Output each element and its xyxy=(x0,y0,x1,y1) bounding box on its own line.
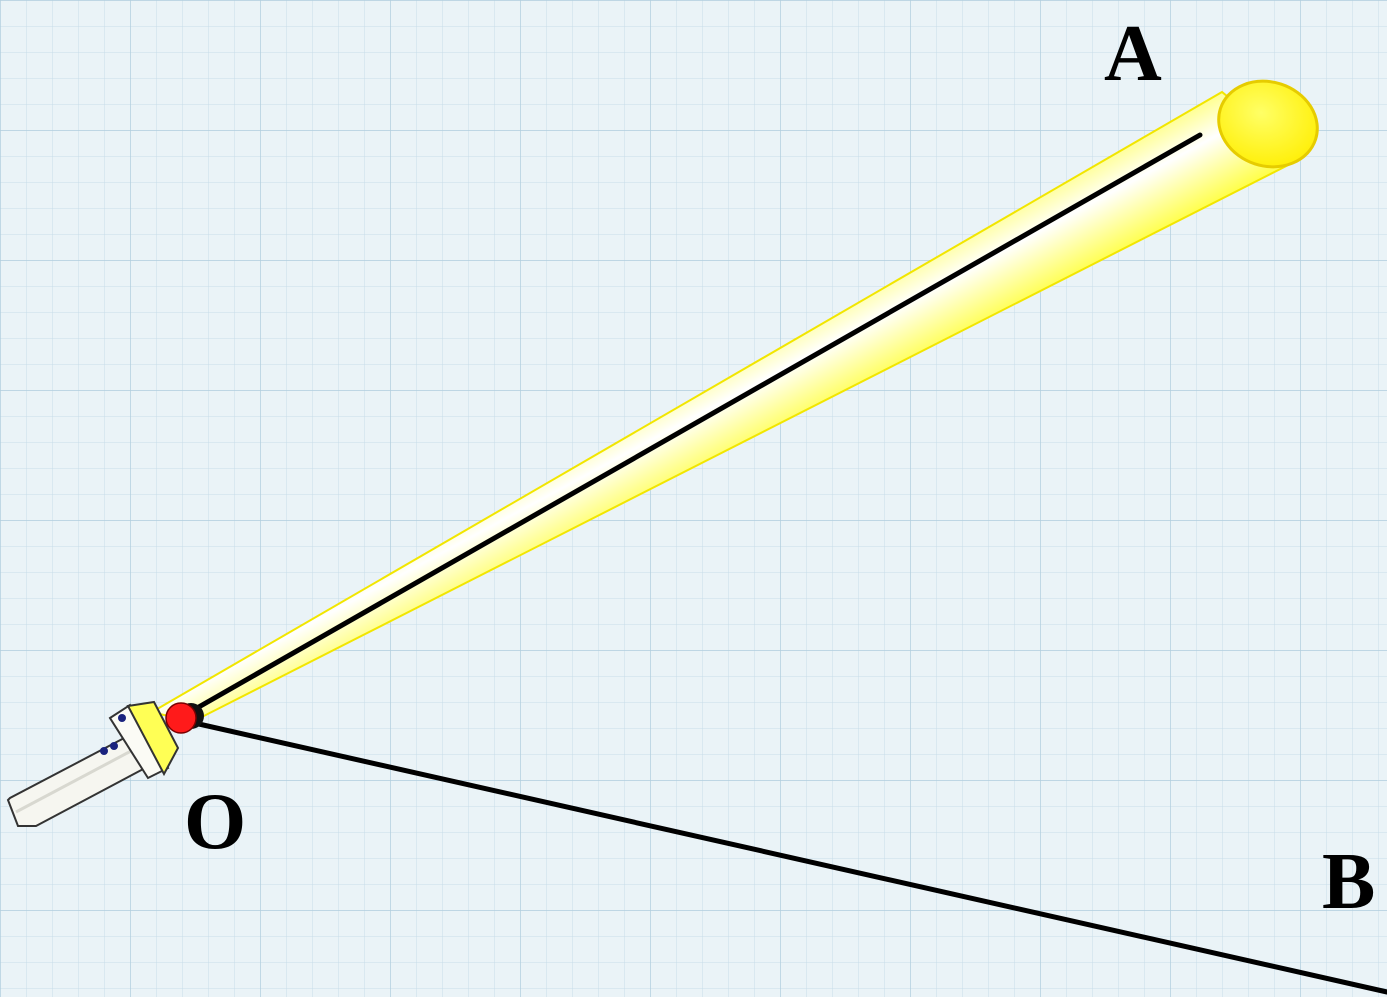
point-label-B: B xyxy=(1322,838,1375,926)
point-label-A: A xyxy=(1104,10,1162,98)
beam-end xyxy=(1217,79,1319,169)
red-dot-icon xyxy=(165,702,204,734)
flashlight-icon xyxy=(6,700,180,827)
ray-OA xyxy=(187,132,1203,715)
ray-OB xyxy=(187,719,1387,995)
point-label-O: O xyxy=(184,778,246,866)
